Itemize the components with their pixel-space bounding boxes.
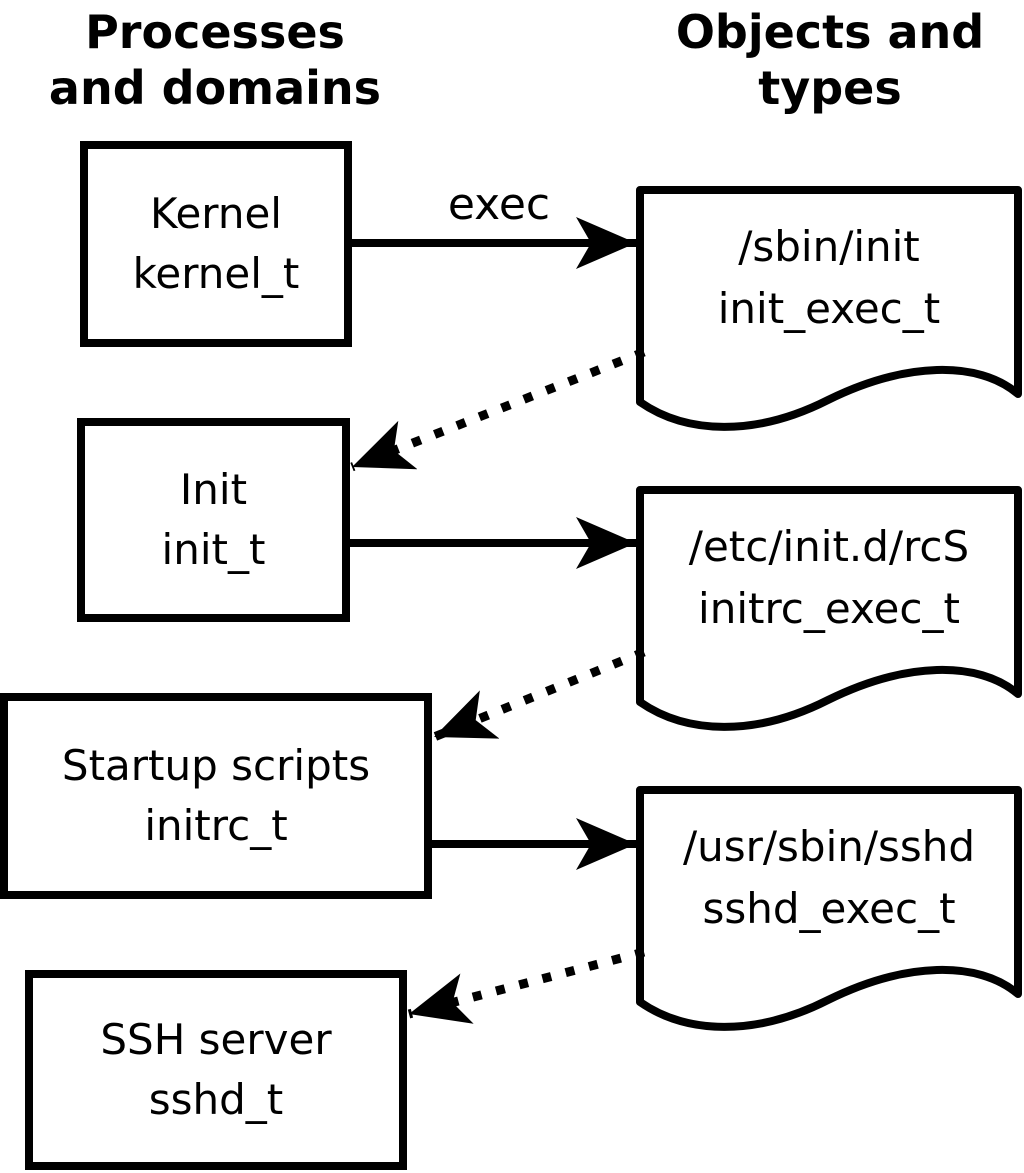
object-type: initrc_exec_t: [698, 584, 960, 633]
objects-column-header: Objects and types: [635, 4, 1024, 116]
objects-header-line1: Objects and: [675, 5, 985, 59]
object-type: init_exec_t: [717, 284, 941, 333]
process-label: Init: [179, 465, 248, 514]
transition-arrow-sbin-init-to-init-t: [350, 347, 646, 472]
transition-arrow-sshd-to-sshd-t: [407, 947, 646, 1024]
object-doc-etc-initd-rcs: /etc/init.d/rcS initrc_exec_t: [640, 492, 1018, 664]
objects-header-line2: types: [758, 61, 902, 115]
process-box-kernel: Kernel kernel_t: [80, 141, 352, 347]
process-box-startup-scripts: Startup scripts initrc_t: [0, 693, 432, 899]
process-box-ssh-server: SSH server sshd_t: [25, 970, 407, 1170]
process-label: Startup scripts: [61, 741, 371, 790]
transition-arrow-rcs-to-initrc-t: [432, 647, 646, 742]
process-domain: sshd_t: [148, 1075, 284, 1124]
process-domain: initrc_t: [144, 801, 288, 850]
object-path: /etc/init.d/rcS: [688, 522, 970, 571]
process-label: Kernel: [150, 189, 282, 238]
process-domain: kernel_t: [132, 249, 300, 298]
processes-column-header: Processes and domains: [20, 4, 410, 116]
object-doc-usr-sbin-sshd: /usr/sbin/sshd sshd_exec_t: [640, 792, 1018, 964]
exec-arrow-label: exec: [447, 179, 551, 230]
object-path: /usr/sbin/sshd: [682, 822, 976, 871]
process-domain: init_t: [161, 525, 266, 574]
processes-header-line1: Processes: [85, 5, 345, 59]
object-path: /sbin/init: [738, 222, 920, 271]
process-label: SSH server: [100, 1015, 332, 1064]
object-doc-sbin-init: /sbin/init init_exec_t: [640, 192, 1018, 364]
processes-header-line2: and domains: [48, 61, 382, 115]
process-box-init: Init init_t: [77, 418, 350, 622]
object-type: sshd_exec_t: [702, 884, 956, 933]
